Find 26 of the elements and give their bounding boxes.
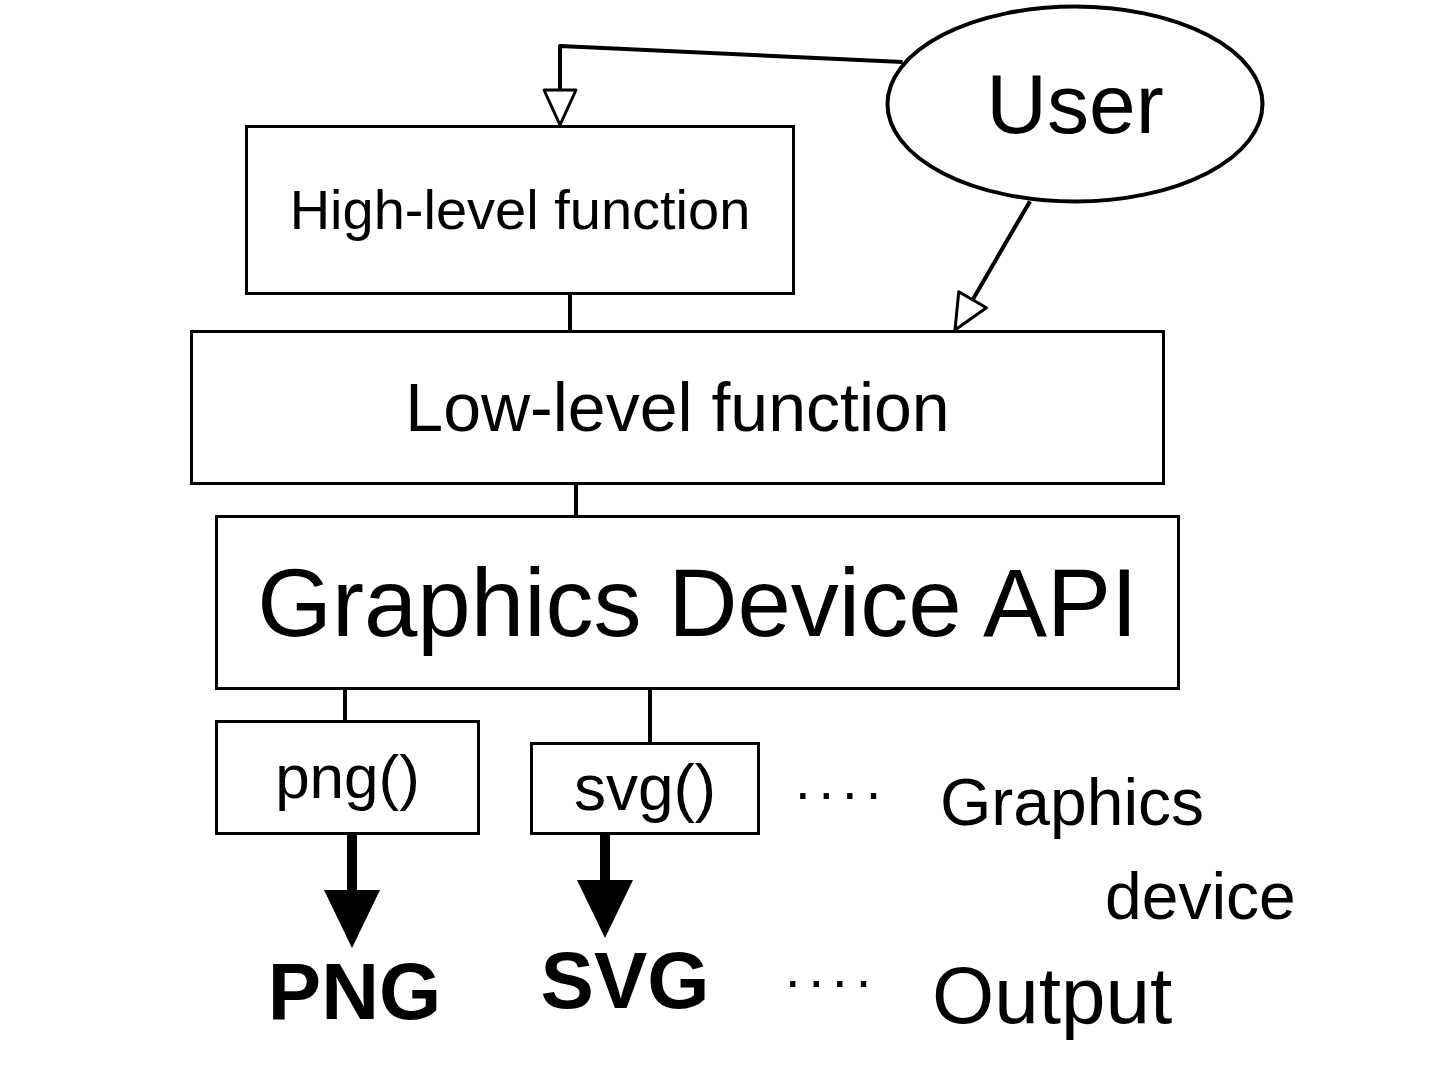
process-box xyxy=(215,720,480,835)
ellipsis-dots: .... xyxy=(785,940,880,996)
output-text: SVG xyxy=(535,938,715,1024)
node-label: User xyxy=(986,55,1164,153)
ellipsis-dots: .... xyxy=(795,752,890,808)
arrow xyxy=(577,835,633,938)
connector-line xyxy=(568,295,572,330)
arrow xyxy=(542,44,903,127)
arrow xyxy=(953,200,1032,332)
process-box xyxy=(215,515,1180,690)
connector-line xyxy=(343,690,347,720)
process-box xyxy=(190,330,1165,485)
process-box xyxy=(530,742,760,835)
side-label: Graphics device xyxy=(940,764,1297,935)
node-label: Low-level function xyxy=(405,367,950,447)
connector-line xyxy=(648,690,652,742)
node-label: svg() xyxy=(573,751,717,827)
node-label: png() xyxy=(275,741,420,814)
arrow xyxy=(324,835,380,948)
node-label: High-level function xyxy=(289,177,751,244)
side-label: Output xyxy=(932,952,1173,1040)
process-box xyxy=(245,125,795,295)
ellipse-node xyxy=(885,4,1265,204)
output-text: PNG xyxy=(262,948,447,1036)
connector-line xyxy=(574,485,578,515)
node-label: Graphics Device API xyxy=(257,547,1138,658)
